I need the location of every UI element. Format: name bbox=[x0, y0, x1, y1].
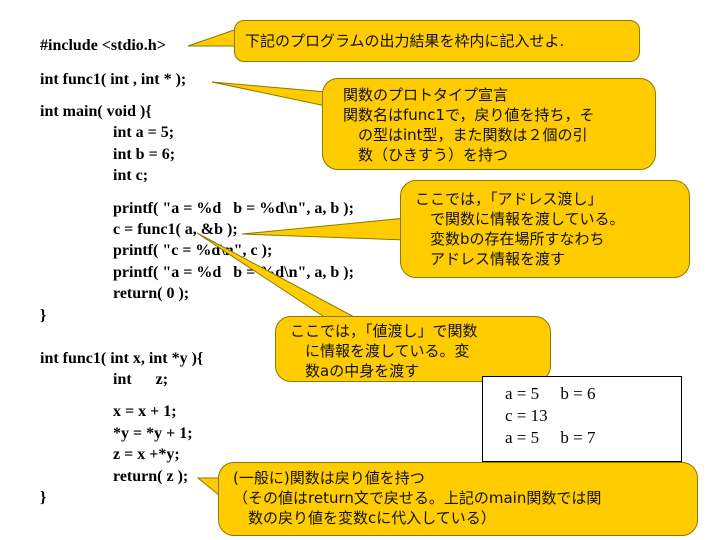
code-line: #include <stdio.h> bbox=[40, 37, 166, 54]
pointer-prototype bbox=[211, 81, 327, 107]
code-line: int func1( int , int * ); bbox=[40, 71, 187, 88]
prototype-text-line: 関数名はfunc1で，戻り値を持ち，そ bbox=[343, 106, 595, 124]
code-line: int z; bbox=[113, 371, 169, 388]
instruction-text: 下記のプログラムの出力結果を枠内に記入せよ. bbox=[245, 32, 565, 50]
value-text-line: に情報を渡している。変 bbox=[290, 342, 470, 360]
code-line: c = func1( a, &b ); bbox=[113, 221, 238, 238]
code-line: int b = 6; bbox=[113, 146, 176, 163]
value-callout: ここでは，「値渡し」で関数 に情報を渡している。変 数aの中身を渡す bbox=[275, 316, 551, 382]
prototype-callout: 関数のプロトタイプ宣言 関数名はfunc1で，戻り値を持ち，そ の型はint型，… bbox=[322, 78, 656, 170]
return-text-line: (一般に)関数は戻り値を持つ bbox=[233, 469, 425, 487]
code-line: printf( "a = %d b = %d\n", a, b ); bbox=[113, 200, 354, 217]
return-callout: (一般に)関数は戻り値を持つ （その値はreturn文で戻せる。上記のmain関… bbox=[218, 462, 698, 536]
code-line: } bbox=[40, 307, 47, 324]
pointer-address bbox=[241, 217, 407, 241]
code-line: } bbox=[40, 489, 47, 506]
code-line: return( z ); bbox=[113, 468, 189, 485]
code-line: int func1( int x, int *y ){ bbox=[40, 350, 204, 367]
value-text-line: 数aの中身を渡す bbox=[290, 362, 420, 380]
prototype-text-line: 関数のプロトタイプ宣言 bbox=[343, 86, 509, 104]
prototype-text-line: の型はint型，また関数は２個の引 bbox=[343, 126, 588, 144]
pointer-instruction bbox=[187, 27, 241, 47]
code-line: return( 0 ); bbox=[113, 285, 190, 302]
pointer-return bbox=[196, 477, 221, 498]
code-line: x = x + 1; bbox=[113, 403, 177, 420]
code-line: z = x +*y; bbox=[113, 446, 180, 463]
code-line: int a = 5; bbox=[113, 124, 175, 141]
value-text-line: ここでは，「値渡し」で関数 bbox=[290, 322, 478, 340]
code-line: int c; bbox=[113, 167, 149, 184]
answer-line: a = 5 b = 6 bbox=[505, 384, 596, 403]
pointer-value bbox=[196, 232, 357, 319]
return-text-line: （その値はreturn文で戻せる。上記のmain関数では関 bbox=[233, 489, 602, 507]
instruction-callout: 下記のプログラムの出力結果を枠内に記入せよ. bbox=[234, 20, 640, 62]
code-line: printf( "c = %d\n", c ); bbox=[113, 242, 273, 259]
address-text-line: アドレス情報を渡す bbox=[415, 250, 566, 268]
answer-line: a = 5 b = 7 bbox=[505, 428, 596, 447]
prototype-text-line: 数（ひきすう）を持つ bbox=[343, 146, 509, 164]
answer-line: c = 13 bbox=[505, 406, 548, 425]
code-line: int main( void ){ bbox=[40, 103, 152, 120]
address-text-line: で関数に情報を渡している。 bbox=[415, 210, 625, 228]
code-line: *y = *y + 1; bbox=[113, 425, 193, 442]
address-text-line: 変数bの存在場所すなわち bbox=[415, 230, 605, 248]
return-text-line: 数の戻り値を変数cに代入している） bbox=[233, 509, 496, 527]
address-text-line: ここでは，「アドレス渡し」 bbox=[415, 190, 603, 208]
address-callout: ここでは，「アドレス渡し」 で関数に情報を渡している。 変数bの存在場所すなわち… bbox=[400, 180, 690, 278]
answer-box: a = 5 b = 6 c = 13 a = 5 b = 7 bbox=[482, 376, 682, 462]
